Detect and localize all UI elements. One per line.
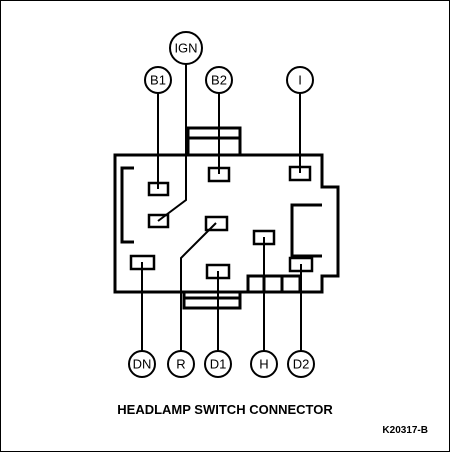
terminal-label-dn: DN: [133, 357, 152, 372]
terminal-label-b1: B1: [150, 73, 166, 88]
terminal-label-ign: IGN: [174, 41, 197, 56]
diagram-caption: HEADLAMP SWITCH CONNECTOR: [117, 402, 333, 417]
terminal-circle-dn: [128, 350, 156, 378]
leader-line-r: [180, 222, 217, 351]
top-locking-tab: [186, 126, 242, 140]
top-tab-sides: [186, 138, 242, 155]
terminal-label-b2: B2: [211, 73, 227, 88]
terminal-circle-r: [167, 350, 195, 378]
terminal-circle-d2: [287, 350, 315, 378]
figure-id: K20317-B: [382, 425, 428, 436]
bottom-locking-tab: [182, 296, 242, 310]
housing-left-bracket: [120, 166, 134, 244]
terminal-circle-b1: [144, 66, 172, 94]
terminal-label-r: R: [176, 357, 185, 372]
terminal-circle-b2: [205, 66, 233, 94]
headlamp-switch-connector-diagram: IGN B1 B2 I DN R D1 H D2: [113, 31, 340, 378]
terminal-label-i: I: [298, 73, 302, 88]
bottom-tab-sides: [182, 292, 242, 298]
leader-line-ign: [157, 64, 187, 222]
housing-right-notch: [290, 203, 322, 258]
terminal-circle-i: [286, 66, 314, 94]
terminal-circle-d1: [204, 350, 232, 378]
terminal-label-h: H: [259, 357, 268, 372]
terminal-label-d1: D1: [210, 357, 227, 372]
terminal-label-d2: D2: [293, 357, 310, 372]
terminal-circle-h: [250, 350, 278, 378]
bottom-right-latch: [246, 274, 302, 292]
terminal-circle-ign: [169, 31, 203, 65]
